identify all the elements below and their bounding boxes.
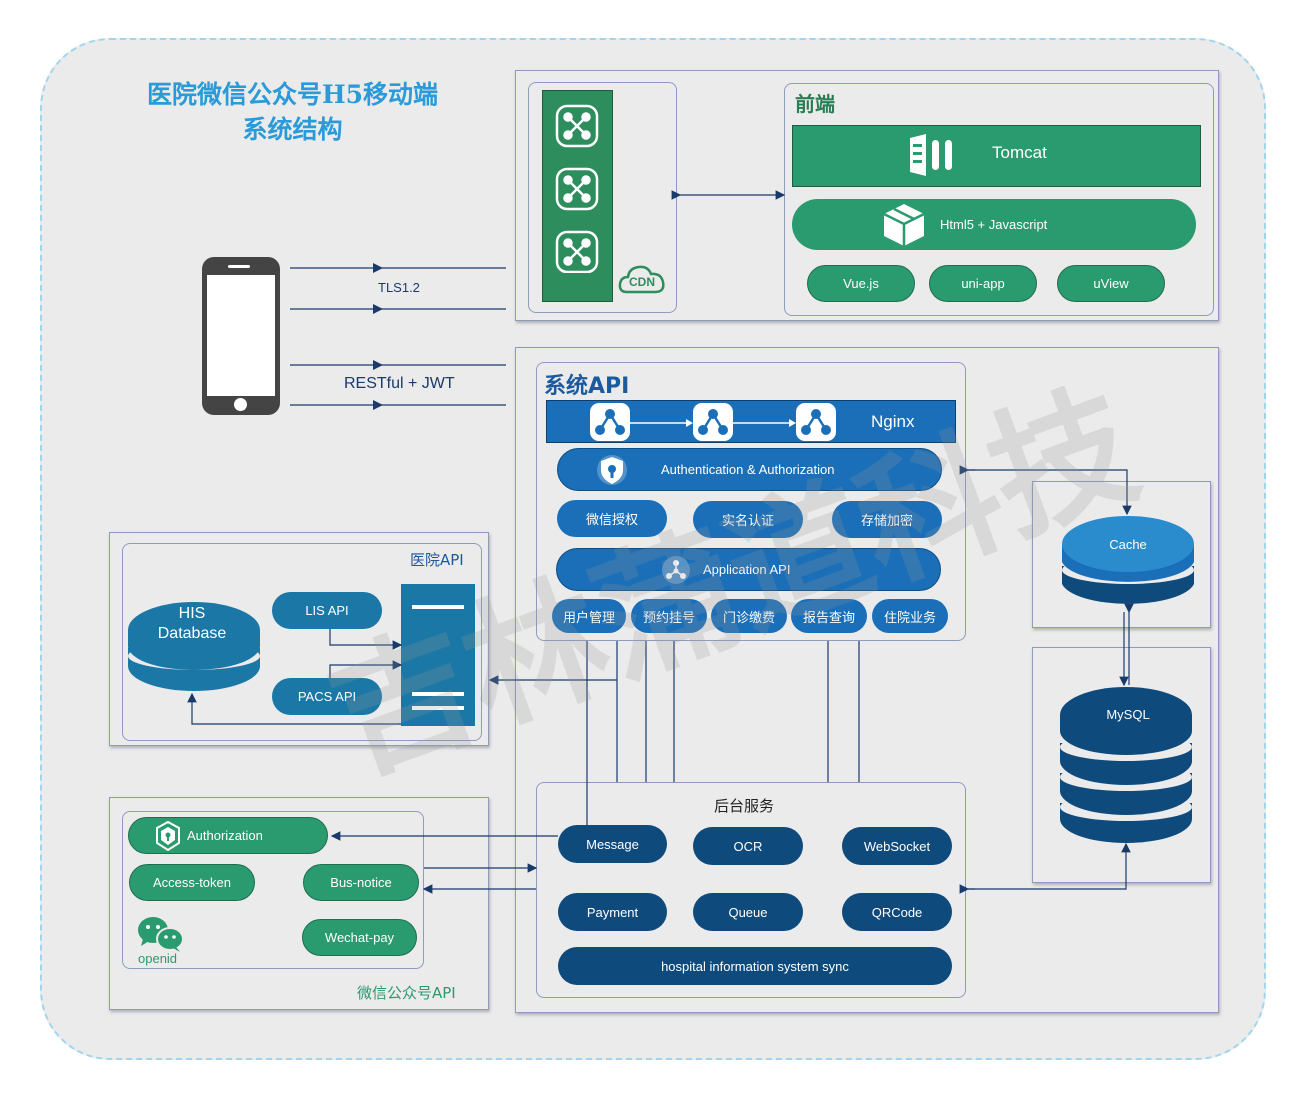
html5-label: Html5 + Javascript — [940, 217, 1048, 232]
server-slot — [412, 605, 464, 609]
network-node-icon — [555, 104, 599, 148]
cache-database-icon — [1062, 516, 1194, 604]
application-api-label: Application API — [703, 562, 791, 577]
app-item-user-management: 用户管理 — [552, 599, 626, 633]
restful-label: RESTful + JWT — [344, 375, 455, 392]
html5-bar — [792, 199, 1196, 250]
wechat-pay: Wechat-pay — [302, 919, 417, 956]
auth-item-wechat: 微信授权 — [557, 500, 667, 537]
pacs-api: PACS API — [272, 678, 382, 715]
app-item-report-query: 报告查询 — [791, 599, 867, 633]
his-db-label-line2: Database — [157, 625, 227, 642]
his-database-icon — [128, 602, 260, 691]
application-api-bar — [556, 548, 941, 591]
tomcat-icon — [910, 134, 952, 176]
wechat-api-title: 微信公众号API — [357, 984, 456, 1002]
nginx-node-icons — [590, 403, 836, 441]
wechat-access-token: Access-token — [129, 864, 255, 901]
cdn-label: CDN — [629, 275, 655, 289]
cdn-node-icons — [555, 104, 599, 273]
nginx-label: Nginx — [871, 412, 915, 431]
package-box-icon — [883, 204, 925, 246]
backend-title: 后台服务 — [714, 797, 775, 815]
mysql-database-icon — [1060, 687, 1192, 843]
lis-api: LIS API — [272, 592, 382, 629]
shield-lock-icon — [156, 821, 180, 851]
server-slot — [412, 692, 464, 696]
load-balancer-node-icon — [590, 403, 630, 441]
cdn-cloud-icon — [618, 265, 665, 294]
cache-label: Cache — [1109, 537, 1147, 552]
diagram-title-line2: 系统结构 — [242, 115, 343, 144]
wechat-logo-icon — [138, 917, 184, 952]
his-sync-bar: hospital information system sync — [558, 947, 952, 985]
openid-label: openid — [138, 951, 178, 966]
app-item-inpatient: 住院业务 — [872, 599, 948, 633]
service-queue: Queue — [693, 893, 803, 931]
phone-speaker — [228, 265, 250, 268]
auth-item-encryption: 存储加密 — [832, 501, 942, 538]
shield-lock-icon — [597, 455, 627, 485]
phone-home-button — [234, 398, 247, 411]
system-api-title: 系统API — [544, 374, 630, 399]
tls-label: TLS1.2 — [378, 280, 420, 295]
framework-uniapp: uni-app — [929, 265, 1037, 302]
network-node-icon — [555, 167, 599, 211]
frontend-title: 前端 — [795, 92, 835, 116]
load-balancer-node-icon — [693, 403, 733, 441]
service-payment: Payment — [558, 893, 667, 931]
network-node-icon — [555, 230, 599, 273]
tomcat-label: Tomcat — [992, 143, 1047, 162]
phone-screen — [207, 275, 275, 396]
auth-label: Authentication & Authorization — [661, 462, 835, 477]
app-item-outpatient-payment: 门诊缴费 — [711, 599, 787, 633]
wechat-bus-notice: Bus-notice — [303, 864, 419, 901]
service-message: Message — [558, 825, 667, 863]
diagram-title-line1: 医院微信公众号H5移动端 — [146, 80, 439, 109]
auth-item-realname: 实名认证 — [693, 501, 803, 538]
app-api-network-icon — [662, 556, 690, 584]
tomcat-bar — [792, 125, 1201, 187]
app-item-appointment: 预约挂号 — [631, 599, 707, 633]
service-qrcode: QRCode — [842, 893, 952, 931]
service-ocr: OCR — [693, 827, 803, 865]
service-websocket: WebSocket — [842, 827, 952, 865]
framework-vuejs: Vue.js — [807, 265, 915, 302]
hospital-api-title: 医院API — [410, 551, 464, 569]
mysql-label: MySQL — [1106, 707, 1150, 722]
his-db-label-line1: HIS — [178, 605, 206, 622]
load-balancer-node-icon — [796, 403, 836, 441]
server-slot — [412, 706, 464, 710]
framework-uview: uView — [1057, 265, 1165, 302]
